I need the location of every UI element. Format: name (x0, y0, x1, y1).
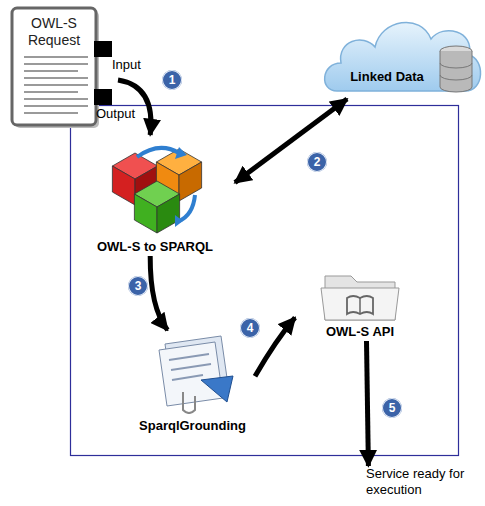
node-label: SparqlGrounding (130, 418, 255, 433)
transform-icon (75, 135, 235, 235)
linked-data-cloud: Linked Data (323, 5, 483, 97)
port-label: Input (112, 57, 141, 72)
callout-number: 3 (128, 276, 148, 296)
flow-arrow (150, 256, 167, 330)
node-label: OWL-S Request (12, 15, 96, 49)
node-label: OWL-S API (295, 324, 425, 339)
callout-number: 4 (240, 318, 260, 338)
callout-number: 5 (382, 398, 402, 418)
grounding-component: SparqlGrounding (130, 330, 255, 433)
callout-number: 1 (162, 70, 182, 90)
node-label: OWL-S to SPARQL (75, 239, 235, 254)
port-label: Output (96, 106, 135, 121)
transform-component: OWL-S to SPARQL (75, 135, 235, 254)
node-label: Linked Data (337, 69, 437, 84)
node-label: Service ready for execution (356, 466, 480, 498)
result-text: Service ready for execution (356, 466, 480, 498)
folder-icon (295, 268, 425, 322)
flow-arrow (235, 99, 347, 183)
flow-arrow (367, 341, 369, 466)
grounding-icon (143, 330, 243, 414)
flow-arrow (255, 318, 295, 377)
api-component: OWL-S API (295, 268, 425, 339)
callout-number: 2 (307, 152, 327, 172)
